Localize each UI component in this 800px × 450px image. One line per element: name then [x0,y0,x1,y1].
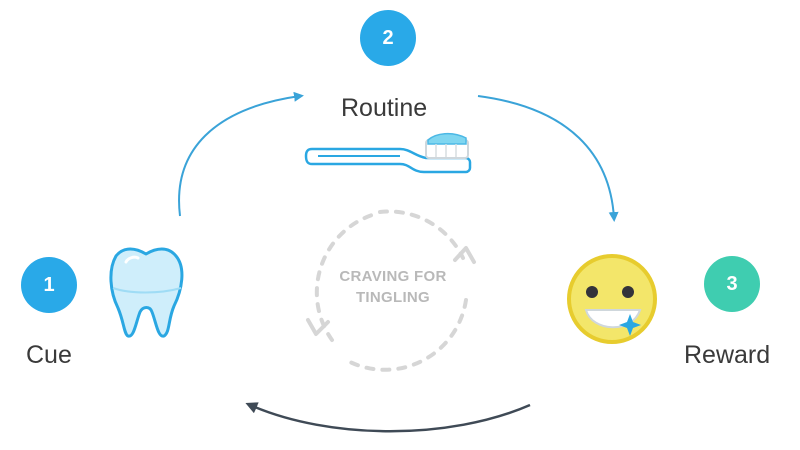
craving-label-line-1: CRAVING FOR [339,268,447,285]
arrow-cue-to-routine [178,91,304,217]
step-label-reward: Reward [684,341,771,369]
toothbrush-icon [304,132,472,174]
step-badge-routine: 2 [360,10,416,66]
arrow-reward-to-cue [245,402,531,433]
step-label-cue: Cue [26,341,72,369]
arrow-routine-to-reward [477,95,619,222]
grinning-face-icon [567,254,657,344]
craving-cycle-icon [306,209,476,372]
step-badge-cue: 1 [21,257,77,313]
step-badge-reward: 3 [704,256,760,312]
craving-label: CRAVING FOR TINGLING [300,266,486,308]
step-label-routine: Routine [341,94,428,122]
tooth-icon [109,247,184,338]
craving-label-line-2: TINGLING [355,289,431,306]
